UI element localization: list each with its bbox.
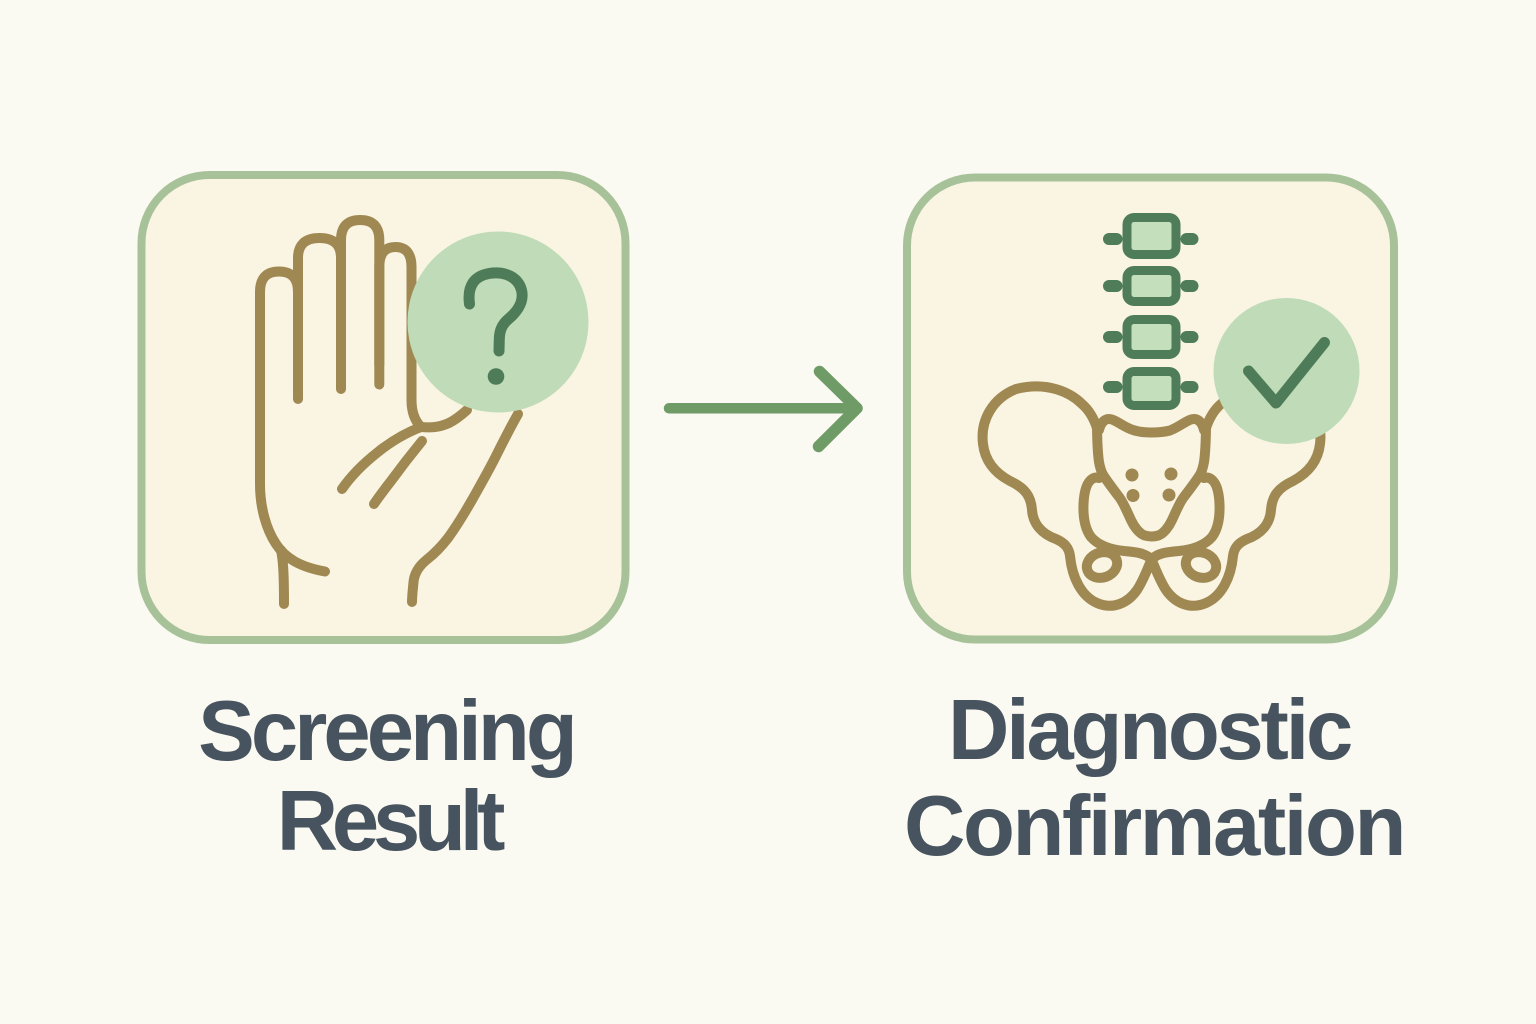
- svg-text:Confirmation: Confirmation: [904, 779, 1404, 874]
- svg-text:Diagnostic: Diagnostic: [948, 683, 1351, 778]
- svg-text:Result: Result: [277, 774, 505, 869]
- svg-text:Screening: Screening: [198, 684, 574, 779]
